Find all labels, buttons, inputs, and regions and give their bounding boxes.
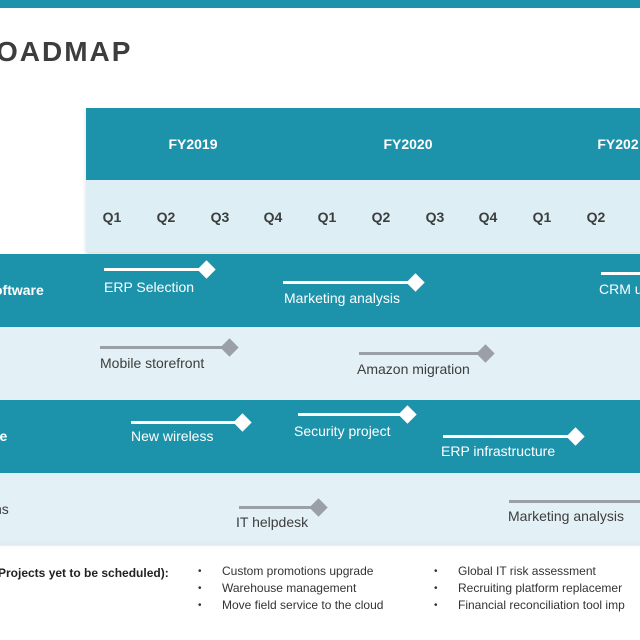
milestone-label: ERP infrastructure bbox=[441, 443, 556, 459]
roadmap-row: Mobile storefront Amazon migration bbox=[0, 327, 640, 400]
milestone-label: ERP Selection bbox=[104, 279, 195, 295]
milestone-diamond-icon bbox=[566, 427, 585, 446]
fiscal-year-label: FY202 bbox=[597, 136, 639, 152]
quarter-label: Q2 bbox=[156, 209, 176, 225]
milestone-label: New wireless bbox=[131, 428, 214, 444]
list-item-text: Move field service to the cloud bbox=[222, 598, 384, 612]
bullet-icon: • bbox=[198, 566, 202, 577]
list-item-text: Warehouse management bbox=[222, 581, 357, 595]
milestone-diamond-icon bbox=[220, 338, 239, 357]
milestone-label: Mobile storefront bbox=[100, 355, 205, 371]
fiscal-year-label: FY2020 bbox=[383, 136, 433, 152]
quarter-label: Q2 bbox=[586, 209, 606, 225]
roadmap-row-software: oftware ERP Selection Marketing analysis… bbox=[0, 254, 640, 327]
roadmap-row: ns IT helpdesk Marketing analysis bbox=[0, 473, 640, 546]
milestone-label: CRM u bbox=[599, 281, 640, 297]
bullet-icon: • bbox=[198, 583, 202, 594]
milestone-line bbox=[443, 435, 575, 438]
unscheduled-list-2: • Global IT risk assessment • Recruiting p… bbox=[434, 563, 625, 614]
bullet-icon: • bbox=[434, 566, 438, 577]
unscheduled-list-1: • Custom promotions upgrade • Warehouse ma… bbox=[198, 563, 383, 614]
list-item: • Global IT risk assessment bbox=[434, 563, 625, 580]
milestone-line bbox=[359, 352, 485, 355]
bullet-icon: • bbox=[434, 600, 438, 611]
milestone-label: IT helpdesk bbox=[236, 514, 309, 530]
milestone-line bbox=[298, 413, 407, 416]
milestone-label: Security project bbox=[294, 423, 391, 439]
quarter-label: Q2 bbox=[371, 209, 391, 225]
milestone-line bbox=[601, 272, 640, 275]
quarter-label: Q1 bbox=[532, 209, 552, 225]
row-label: ns bbox=[0, 501, 9, 517]
list-item: • Move field service to the cloud bbox=[198, 597, 383, 614]
milestone-diamond-icon bbox=[476, 344, 495, 363]
quarter-label: Q4 bbox=[263, 209, 283, 225]
list-item-text: Financial reconciliation tool imp bbox=[458, 598, 625, 612]
unscheduled-label-text: Projects yet to be scheduled): bbox=[0, 566, 169, 580]
milestone-diamond-icon bbox=[398, 405, 417, 424]
quarter-label: Q3 bbox=[425, 209, 445, 225]
fiscal-year-band bbox=[86, 108, 640, 180]
row-label: re bbox=[0, 428, 8, 444]
milestone-diamond-icon bbox=[233, 413, 252, 432]
milestone-line bbox=[283, 281, 415, 284]
milestone-label: Amazon migration bbox=[357, 361, 470, 377]
bullet-icon: • bbox=[434, 583, 438, 594]
list-item-text: Global IT risk assessment bbox=[458, 564, 596, 578]
milestone-label: Marketing analysis bbox=[508, 508, 624, 524]
bullet-icon: • bbox=[198, 600, 202, 611]
row-label: oftware bbox=[0, 282, 44, 298]
list-item: • Financial reconciliation tool imp bbox=[434, 597, 625, 614]
list-item-text: Recruiting platform replacemer bbox=[458, 581, 623, 595]
quarter-label: Q1 bbox=[317, 209, 337, 225]
list-item-text: Custom promotions upgrade bbox=[222, 564, 374, 578]
quarter-label: Q4 bbox=[478, 209, 498, 225]
milestone-label: Marketing analysis bbox=[284, 290, 400, 306]
milestone-diamond-icon bbox=[309, 498, 328, 517]
milestone-line bbox=[131, 421, 242, 424]
milestone-line bbox=[509, 500, 640, 503]
quarter-band bbox=[86, 180, 640, 252]
quarter-label: Q1 bbox=[102, 209, 122, 225]
quarter-label: Q3 bbox=[210, 209, 230, 225]
unscheduled-projects-label: (Projects yet to be scheduled): bbox=[0, 566, 169, 580]
roadmap-row-hardware: re New wireless Security project ERP inf… bbox=[0, 400, 640, 473]
milestone-diamond-icon bbox=[197, 260, 216, 279]
milestone-line bbox=[104, 268, 206, 271]
milestone-line bbox=[239, 506, 319, 509]
milestone-diamond-icon bbox=[406, 273, 425, 292]
list-item: • Warehouse management bbox=[198, 580, 383, 597]
milestone-line bbox=[100, 346, 230, 349]
top-accent-bar bbox=[0, 0, 640, 8]
list-item: • Recruiting platform replacemer bbox=[434, 580, 625, 597]
list-item: • Custom promotions upgrade bbox=[198, 563, 383, 580]
page-title: OADMAP bbox=[0, 36, 133, 67]
fiscal-year-label: FY2019 bbox=[168, 136, 218, 152]
footer-divider bbox=[0, 545, 640, 546]
